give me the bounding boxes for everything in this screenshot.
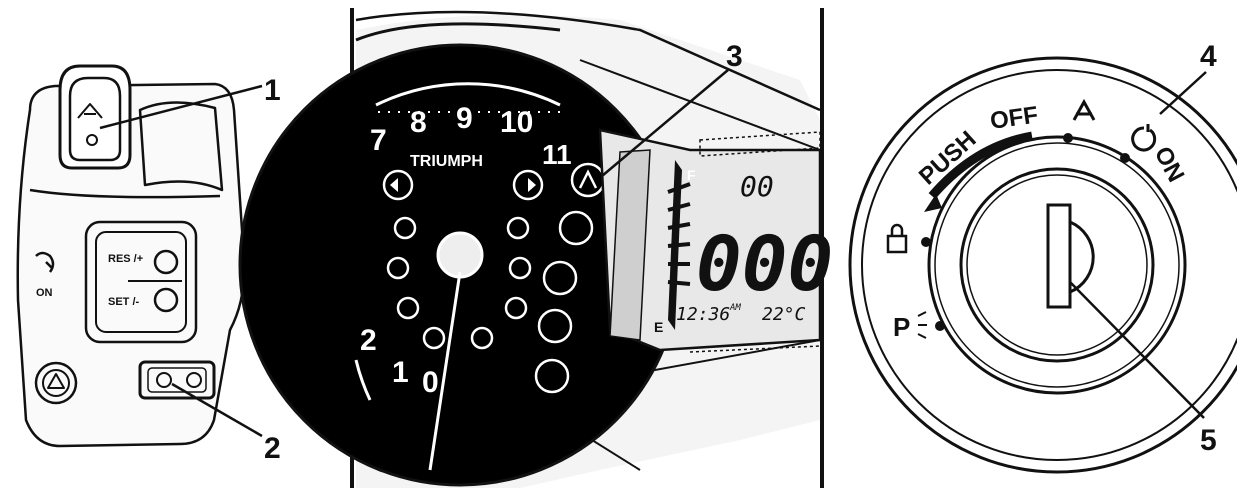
lcd-odometer: 000	[696, 219, 833, 308]
lcd-ampm: AM	[729, 303, 741, 313]
callout-1: 1	[264, 74, 281, 107]
callout-3: 3	[726, 40, 743, 73]
ignition-on-label: ON	[1149, 142, 1190, 186]
tach-10: 10	[500, 106, 533, 139]
set-label: SET /-	[108, 296, 140, 308]
tach-7: 7	[370, 124, 387, 157]
leader-line-3	[601, 69, 729, 177]
dial-lower-1: 1	[392, 356, 409, 389]
lcd-fuel-full: F	[687, 167, 696, 183]
ignition-dots	[921, 133, 1130, 331]
lcd-fuel-empty: E	[654, 319, 663, 335]
cruise-on-label: ON	[36, 287, 53, 299]
tach-9: 9	[456, 102, 473, 135]
lcd-trip: 00	[740, 170, 774, 203]
callout-4: 4	[1200, 40, 1217, 73]
ignition-park-label: P	[893, 312, 910, 342]
tach-11: 11	[542, 139, 572, 170]
instrument-cluster	[238, 10, 822, 489]
switch-cube	[16, 64, 246, 448]
res-label: RES /+	[108, 253, 143, 265]
leader-line-1	[99, 84, 263, 130]
lcd-time: 12:36	[676, 304, 730, 325]
tach-8: 8	[410, 106, 427, 139]
leader-line-4	[1159, 71, 1207, 115]
callout-2: 2	[264, 432, 281, 465]
leader-line-2	[171, 382, 263, 438]
leader-line-5	[1069, 281, 1205, 419]
ignition-switch	[848, 56, 1237, 474]
dial-lower-0: 0	[422, 366, 439, 399]
ignition-off-label: OFF	[988, 102, 1039, 135]
callout-5: 5	[1200, 424, 1217, 457]
lcd-temp: 22°C	[762, 304, 806, 325]
dial-lower-2: 2	[360, 324, 377, 357]
dial-brand: TRIUMPH	[410, 153, 483, 170]
